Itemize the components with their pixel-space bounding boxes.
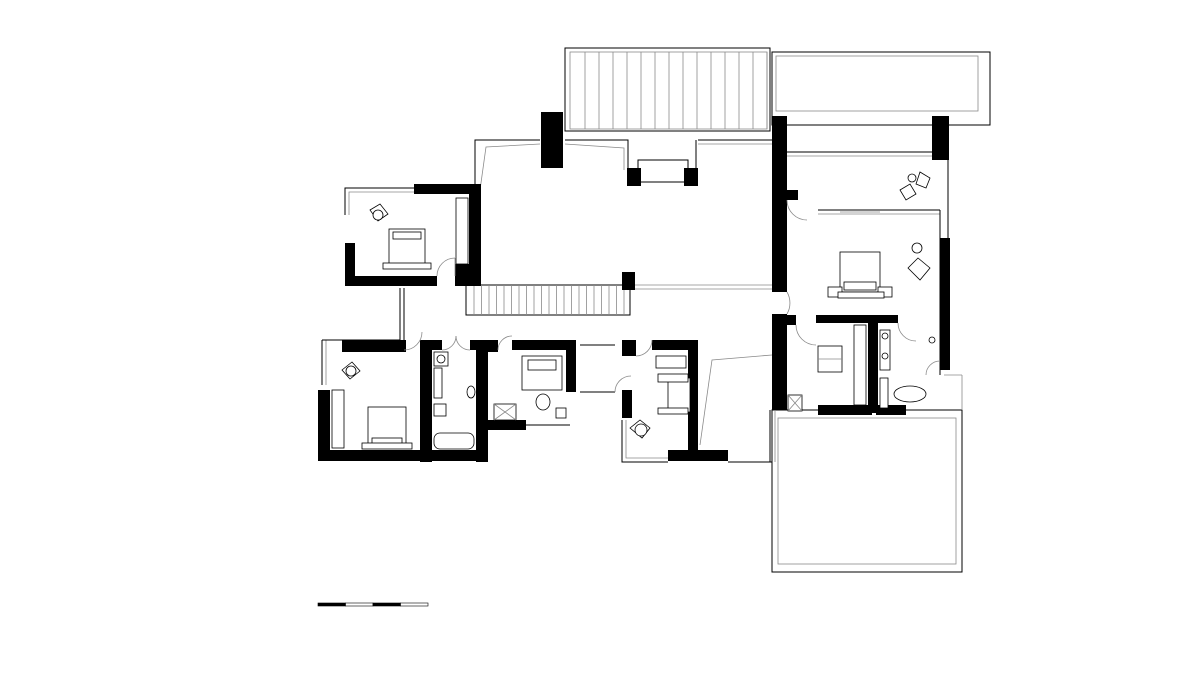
stair-treads — [473, 285, 625, 315]
bathroom-center — [493, 355, 567, 421]
staircase — [465, 284, 631, 316]
doors — [403, 199, 941, 393]
master-bath — [879, 329, 936, 409]
master-bedroom — [827, 211, 931, 299]
roof-terrace-north — [771, 51, 991, 126]
study — [629, 355, 691, 439]
dressing-room — [787, 324, 867, 412]
walls — [318, 112, 950, 462]
bathroom-sw — [433, 351, 476, 450]
bedroom-nw — [369, 197, 469, 270]
scale-bar-segment — [372, 602, 401, 607]
deck-boards — [584, 52, 768, 129]
bedroom-sw — [331, 361, 413, 450]
scale-bar-segment — [400, 602, 429, 607]
scale-bar-segment — [345, 602, 374, 607]
scale-bar-segment — [317, 602, 346, 607]
scale-bar — [317, 602, 429, 607]
deck-north — [564, 47, 771, 132]
balcony — [899, 171, 931, 201]
